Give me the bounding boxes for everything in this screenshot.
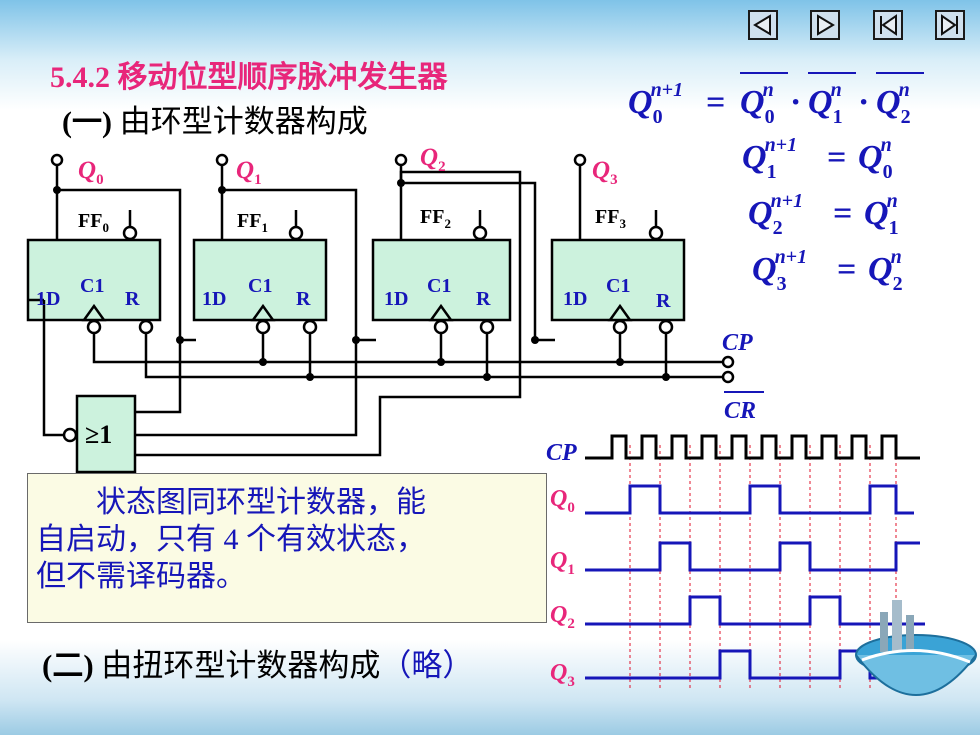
equation-q1: Q1n+1 = Q0n xyxy=(742,134,893,183)
svg-text:1D: 1D xyxy=(202,288,226,310)
section-number-2: (二) xyxy=(42,648,94,683)
svg-text:FF1: FF1 xyxy=(237,210,268,235)
ff2-s-bubble xyxy=(472,225,488,241)
svg-text:Q2n: Q2n xyxy=(876,79,911,128)
ff0-sub: 0 xyxy=(102,220,109,235)
q0-wave xyxy=(585,484,914,515)
svg-text:Q2n+1: Q2n+1 xyxy=(748,190,803,239)
timing-q3-label: Q3 xyxy=(550,660,575,690)
svg-text:Q0n: Q0n xyxy=(858,134,893,183)
svg-text:FF0: FF0 xyxy=(78,210,109,235)
note-box: 状态图同环型计数器，能 自启动，只有 4 个有效状态， 但不需译码器。 xyxy=(27,473,547,623)
cr-label: CR xyxy=(724,398,756,424)
timing-diagram: CP Q0 Q1 Q2 Q3 xyxy=(546,434,925,690)
section-paren: （略） xyxy=(380,648,474,683)
or-gate-box xyxy=(75,394,137,474)
ff0-clk-bubble xyxy=(86,319,102,335)
svg-text:1D: 1D xyxy=(563,288,587,310)
svg-text:FF3: FF3 xyxy=(595,206,626,231)
svg-text:R: R xyxy=(476,288,491,310)
ff3-clk-bubble xyxy=(612,319,628,335)
next-button[interactable] xyxy=(810,10,840,40)
svg-text:Q2n: Q2n xyxy=(868,246,903,295)
svg-text:C1: C1 xyxy=(606,275,630,297)
q2-terminal xyxy=(394,153,408,167)
ff0-r-bubble xyxy=(138,319,154,335)
svg-text:1D: 1D xyxy=(36,288,60,310)
section-text-2: 由扭环型计数器构成 xyxy=(101,648,381,683)
timing-q0-label: Q0 xyxy=(550,486,575,516)
section-text: 由环型计数器构成 xyxy=(119,104,368,139)
ff1-s-bubble xyxy=(288,225,304,241)
svg-text:Q3n+1: Q3n+1 xyxy=(752,246,807,295)
page-title: 5.4.2 移动位型顺序脉冲发生器 xyxy=(50,61,448,94)
note-line-3: 但不需译码器。 xyxy=(36,560,246,593)
ff2-r-bubble xyxy=(479,319,495,335)
svg-text:C1: C1 xyxy=(80,275,104,297)
svg-text:Q3: Q3 xyxy=(592,157,618,188)
ff2-clk-bubble xyxy=(433,319,449,335)
triangle-right-icon xyxy=(817,14,835,36)
ff1-r-bubble xyxy=(302,319,318,335)
timing-q1-label: Q1 xyxy=(550,548,575,578)
note-line-1: 状态图同环型计数器，能 xyxy=(96,486,426,519)
ff0-s-bubble xyxy=(122,225,138,241)
note-line-2: 自启动，只有 4 个有效状态， xyxy=(36,523,426,556)
timing-cp-label: CP xyxy=(546,440,577,466)
svg-text:·: · xyxy=(790,84,801,121)
q3-terminal xyxy=(573,153,587,167)
triangle-left-icon xyxy=(753,14,771,36)
svg-text:1D: 1D xyxy=(384,288,408,310)
svg-text:Q1n+1: Q1n+1 xyxy=(742,134,797,183)
skip-forward-icon xyxy=(941,14,958,36)
ff1-clk-bubble xyxy=(255,319,271,335)
q1-wave xyxy=(585,541,920,572)
svg-text:Q0n: Q0n xyxy=(740,79,775,128)
svg-text:Q2: Q2 xyxy=(420,144,446,175)
gate-out-bubble xyxy=(62,427,78,443)
gate-label: ≥1 xyxy=(85,420,112,449)
city-bowl-decoration xyxy=(855,600,977,696)
svg-text:FF2: FF2 xyxy=(420,206,451,231)
section-heading: (一) 由环型计数器构成 xyxy=(62,96,368,141)
skip-back-icon xyxy=(880,14,897,36)
section-heading-2: (二) 由扭环型计数器构成（略） xyxy=(42,640,473,685)
cp-label: CP xyxy=(722,330,753,356)
prev-button[interactable] xyxy=(748,10,778,40)
svg-text:Q0: Q0 xyxy=(78,157,104,188)
last-button[interactable] xyxy=(935,10,965,40)
svg-text:Q1n: Q1n xyxy=(808,79,843,128)
q2-wave xyxy=(585,595,925,626)
equation-q2: Q2n+1 = Q1n xyxy=(748,190,899,239)
equation-q3: Q3n+1 = Q2n xyxy=(752,246,903,295)
svg-text:C1: C1 xyxy=(427,275,451,297)
svg-text:R: R xyxy=(656,290,671,312)
q0-terminal xyxy=(50,153,64,167)
q1-terminal xyxy=(215,153,229,167)
cp-terminal xyxy=(721,355,735,369)
section-number: (一) xyxy=(62,106,112,139)
timing-q2-label: Q2 xyxy=(550,602,575,632)
equation-q0: Q0n+1 = Q0n · Q1n · Q2n xyxy=(628,72,924,128)
svg-text:·: · xyxy=(858,84,869,121)
svg-text:=: = xyxy=(837,251,856,288)
svg-text:Q1n: Q1n xyxy=(864,190,899,239)
svg-text:R: R xyxy=(125,288,140,310)
cp-wave xyxy=(585,434,920,460)
svg-text:=: = xyxy=(833,195,852,232)
svg-text:=: = xyxy=(706,84,725,121)
svg-text:Q1: Q1 xyxy=(236,157,262,188)
first-button[interactable] xyxy=(873,10,903,40)
svg-text:R: R xyxy=(296,288,311,310)
cr-terminal xyxy=(721,370,735,384)
svg-text:C1: C1 xyxy=(248,275,272,297)
svg-text:=: = xyxy=(827,139,846,176)
ff3-s-bubble xyxy=(648,225,664,241)
ff3-r-bubble xyxy=(658,319,674,335)
svg-text:Q0n+1: Q0n+1 xyxy=(628,79,683,128)
